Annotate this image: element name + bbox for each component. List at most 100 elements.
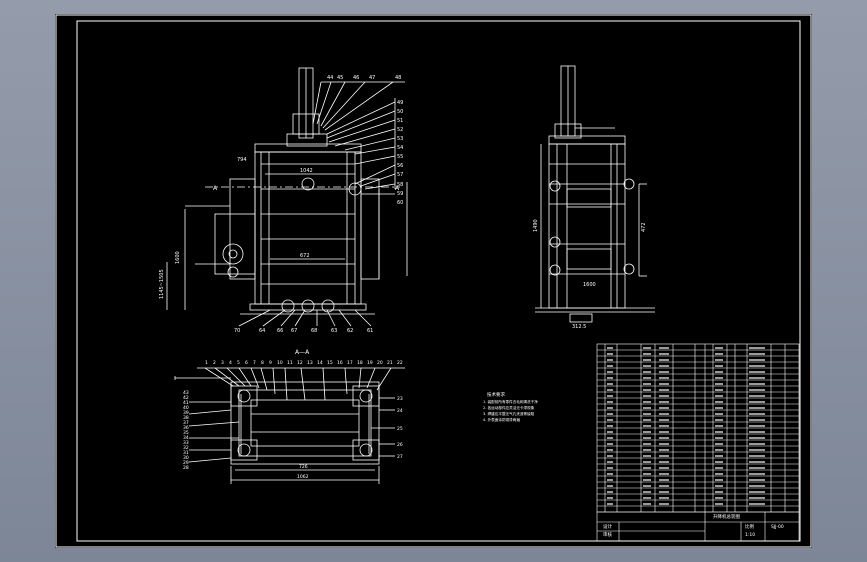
leader-number: 32 [183, 445, 189, 451]
plan-view-labels: A—A 1 2 3 4 5 6 7 8 9 10 11 12 13 14 15 … [183, 349, 403, 480]
leader-number: 4 [229, 360, 232, 366]
dimension-text: 1490 [533, 219, 539, 232]
leader-number: 11 [287, 360, 293, 366]
leader-number: 64 [259, 328, 265, 334]
leader-number: 56 [397, 163, 403, 169]
leader-number: 59 [397, 191, 403, 197]
leader-number: 41 [183, 400, 189, 406]
cad-drawing-canvas: 44 45 46 47 48 49 50 51 52 53 54 55 56 5… [55, 14, 812, 548]
leader-number: 31 [183, 450, 189, 456]
sheet-outer-border [55, 14, 812, 548]
leader-number: 14 [317, 360, 323, 366]
leader-number: 44 [327, 75, 333, 81]
parts-list-table [596, 343, 800, 542]
leader-number: 6 [245, 360, 248, 366]
leader-number: 62 [347, 328, 353, 334]
front-view [166, 67, 408, 327]
ratio-label: 比例 [745, 523, 754, 530]
leader-number: 68 [311, 328, 317, 334]
drawing-frame [76, 20, 801, 542]
leader-number: 47 [369, 75, 375, 81]
leader-number: 13 [307, 360, 313, 366]
leader-number: 34 [183, 435, 189, 441]
leader-number: 1 [205, 360, 208, 366]
front-view-labels: 44 45 46 47 48 49 50 51 52 53 54 55 56 5… [159, 75, 403, 334]
leader-number: 26 [397, 442, 403, 448]
ratio-value: 1:10 [745, 532, 755, 538]
leader-number: 16 [337, 360, 343, 366]
leader-number: 61 [367, 328, 373, 334]
leader-number: 67 [291, 328, 297, 334]
section-cut-marker: A [395, 185, 400, 192]
dimension-text: 1042 [300, 168, 313, 174]
leader-number: 19 [367, 360, 373, 366]
leader-number: 49 [397, 100, 403, 106]
leader-number: 52 [397, 127, 403, 133]
leader-number: 18 [357, 360, 363, 366]
side-view-labels: 1490 472 312.5 1600 [533, 219, 647, 330]
leader-number: 54 [397, 145, 403, 151]
leader-number: 30 [183, 455, 189, 461]
leader-number: 42 [183, 395, 189, 401]
leader-number: 8 [261, 360, 264, 366]
leader-number: 57 [397, 172, 403, 178]
dimension-text: 794 [237, 157, 247, 163]
leader-number: 37 [183, 420, 189, 426]
leader-number: 39 [183, 410, 189, 416]
leader-number: 20 [377, 360, 383, 366]
leader-number: 15 [327, 360, 333, 366]
leader-number: 12 [297, 360, 303, 366]
drawing-sheet: 44 45 46 47 48 49 50 51 52 53 54 55 56 5… [55, 14, 812, 548]
drawing-title: 升降机总装图 [713, 513, 740, 520]
leader-number: 25 [397, 426, 403, 432]
technical-notes: 技术要求 1. 装配前所有零件去毛刺清洗干净 2. 各运动部件应灵活无卡滞现象 … [483, 391, 538, 422]
tech-notes-title: 技术要求 [487, 391, 505, 398]
leader-number: 40 [183, 405, 189, 411]
leader-number: 51 [397, 118, 403, 124]
leader-number: 60 [397, 200, 403, 206]
leader-number: 9 [269, 360, 272, 366]
leader-number: 28 [183, 465, 189, 471]
section-cut-marker: A [213, 185, 218, 192]
leader-number: 48 [395, 75, 401, 81]
leader-number: 29 [183, 460, 189, 466]
leader-number: 58 [397, 182, 403, 188]
tech-note-line: 4. 外表面涂防锈漆两遍 [483, 417, 520, 422]
leader-number: 66 [277, 328, 283, 334]
section-label: A—A [295, 349, 310, 356]
tech-note-line: 2. 各运动部件应灵活无卡滞现象 [483, 405, 535, 410]
plan-view [174, 367, 405, 484]
leader-number: 5 [237, 360, 240, 366]
leader-number: 36 [183, 425, 189, 431]
dimension-text: 672 [300, 253, 310, 259]
leader-number: 38 [183, 415, 189, 421]
leader-number: 24 [397, 408, 403, 414]
dimension-text: 1145~1505 [159, 269, 165, 299]
leader-number: 43 [183, 390, 189, 396]
title-block: 升降机总装图 SJJ-00 设计 审核 比例 1:10 [603, 513, 784, 538]
leader-number: 22 [397, 360, 403, 366]
leader-number: 50 [397, 109, 403, 115]
dimension-text: 1062 [297, 474, 309, 480]
dimension-text: 726 [299, 464, 308, 470]
leader-number: 3 [221, 360, 224, 366]
leader-number: 7 [253, 360, 256, 366]
leader-number: 23 [397, 396, 403, 402]
tech-note-line: 3. 焊缝应平整无气孔夹渣等缺陷 [483, 411, 535, 416]
dimension-text: 312.5 [572, 324, 586, 330]
design-label: 设计 [603, 523, 612, 530]
leader-number: 27 [397, 454, 403, 460]
leader-number: 21 [387, 360, 393, 366]
leader-number: 45 [337, 75, 343, 81]
dimension-text: 1600 [175, 251, 181, 264]
leader-number: 46 [353, 75, 359, 81]
dimension-text: 1600 [583, 282, 596, 288]
drawing-number: SJJ-00 [771, 524, 784, 530]
tech-note-line: 1. 装配前所有零件去毛刺清洗干净 [483, 399, 538, 404]
leader-number: 35 [183, 430, 189, 436]
leader-number: 33 [183, 440, 189, 446]
leader-number: 53 [397, 136, 403, 142]
leader-number: 17 [347, 360, 353, 366]
side-view [535, 65, 655, 323]
check-label: 审核 [603, 531, 612, 538]
